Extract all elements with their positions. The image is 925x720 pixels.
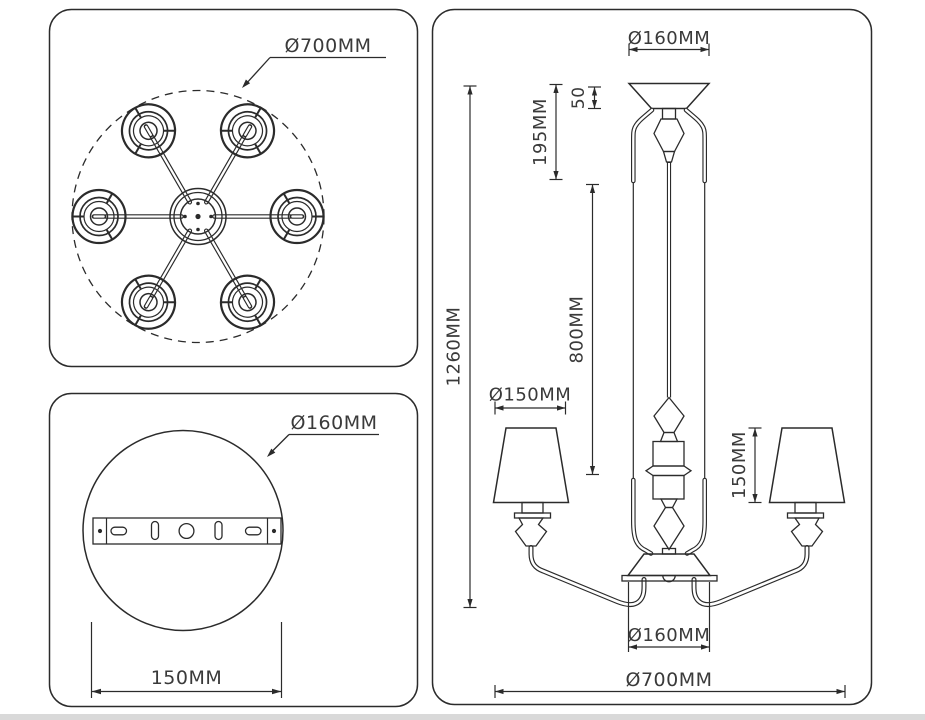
dim-canopy-height-label: 50: [569, 86, 589, 109]
slot-vertical: [150, 520, 160, 541]
page-bottom-strip: [0, 714, 925, 720]
dim-body-diameter: Ø160MM: [628, 582, 711, 652]
dim-total-height-label: 1260MM: [444, 307, 465, 387]
dim-shade-diameter-label: Ø150MM: [489, 385, 572, 406]
dim-body-diameter-label: Ø160MM: [628, 625, 711, 646]
cylinder-upper: [652, 440, 685, 467]
dim-upper-section-label: 195MM: [530, 98, 551, 166]
lamp-head: [112, 95, 184, 167]
lamp-head: [112, 266, 184, 338]
diamond-upper: [653, 396, 685, 434]
panel-top-view: Ø700MM: [48, 8, 419, 368]
dim-mount-spacing: 150MM: [90, 622, 283, 698]
ceiling-canopy: [627, 82, 711, 110]
slot-vertical: [214, 520, 223, 541]
dim-canopy-diameter: Ø160MM: [628, 28, 711, 56]
cylinder-lower: [652, 474, 685, 500]
dim-total-width-label: Ø700MM: [625, 669, 712, 691]
lamp-head: [73, 190, 126, 243]
flare-upper: [659, 431, 679, 443]
canopy-circle: [82, 429, 284, 632]
panel-mounting-view: Ø160MM 150MM: [48, 392, 419, 708]
dim-rod-section-label: 800MM: [567, 296, 588, 364]
dim-upper-section: 195MM: [530, 83, 563, 181]
hub-cone: [626, 553, 712, 577]
slot-horizontal: [110, 526, 128, 536]
hub-plate: [621, 574, 718, 582]
dim-canopy-diameter-label: Ø160MM: [628, 28, 711, 49]
dim-shade-diameter: Ø150MM: [489, 385, 572, 415]
dim-mount-spacing-label: 150MM: [151, 667, 223, 689]
upper-bead-neck: [662, 150, 676, 163]
dim-total-width: Ø700MM: [494, 669, 846, 698]
dim-total-height: 1260MM: [444, 85, 477, 609]
panel-border: [48, 8, 419, 368]
lamp-head: [211, 266, 283, 338]
hub-knob: [662, 575, 676, 583]
upper-bead: [653, 118, 685, 153]
panel-border: [431, 8, 873, 706]
central-hub: [169, 187, 227, 246]
right-branch: [686, 110, 845, 605]
dim-overall-diameter: Ø700MM: [242, 35, 386, 88]
diamond-lower: [653, 506, 685, 551]
dim-overall-diameter-label: Ø700MM: [284, 35, 371, 57]
slot-horizontal: [244, 526, 262, 536]
center-body: [621, 396, 718, 583]
dim-shade-height-label: 150MM: [729, 431, 750, 499]
lamp-head: [271, 190, 324, 243]
screw-hole: [271, 528, 277, 534]
lamp-head: [211, 95, 283, 167]
center-band: [644, 465, 693, 477]
flare-lower: [659, 498, 679, 509]
dim-shade-height: 150MM: [729, 427, 762, 504]
mounting-bracket: [92, 517, 282, 545]
panel-border: [48, 392, 419, 708]
panel-side-view: Ø160MM 50 195MM 800MM: [431, 8, 873, 706]
center-hole: [178, 522, 195, 540]
canopy-neck: [661, 107, 677, 120]
dim-canopy-height: 50: [569, 86, 601, 109]
dim-plate-diameter-label: Ø160MM: [290, 412, 377, 434]
dim-plate-diameter: Ø160MM: [267, 412, 379, 457]
dim-rod-section: 800MM: [567, 183, 599, 476]
screw-hole: [97, 528, 103, 534]
